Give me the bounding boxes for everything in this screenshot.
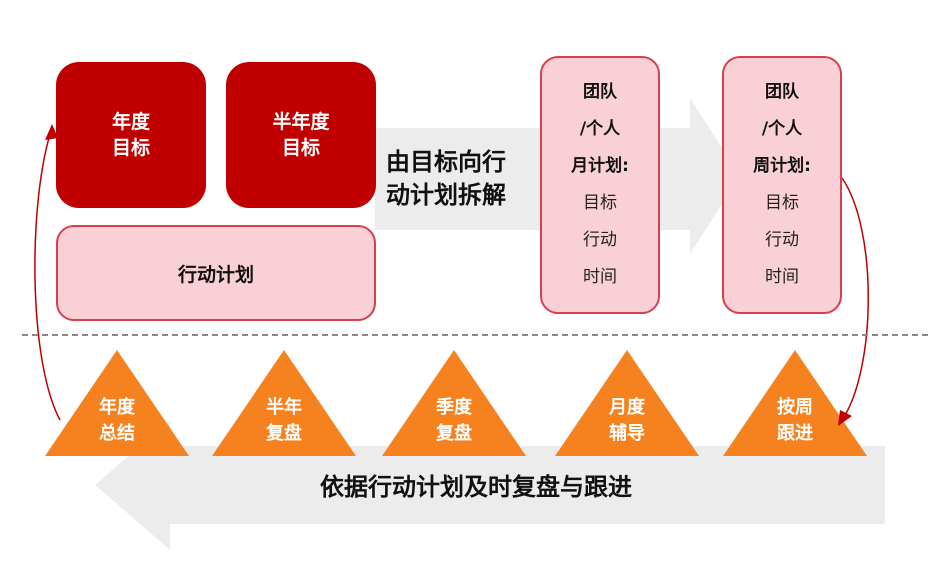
monthly-coaching-line2: 辅导: [609, 423, 645, 444]
weekly-plan-item-goal: 目标: [765, 193, 799, 213]
weekly-plan-title1: 团队: [765, 82, 799, 102]
weekly-followup-line2: 跟进: [777, 423, 813, 444]
weekly-plan-item-time: 时间: [765, 267, 799, 287]
bottom-text: 依据行动计划及时复盘与跟进: [320, 473, 632, 501]
dashed-separator: [22, 334, 928, 336]
half-year-review-line1: 半年: [266, 397, 302, 418]
annual-goal-line1: 年度: [111, 111, 150, 133]
monthly-coaching-label: 月度 辅导: [582, 395, 672, 447]
triangle-weekly-followup: [723, 350, 867, 456]
weekly-plan-box: 团队 /个人 周计划: 目标 行动 时间: [722, 56, 842, 314]
decompose-text-line1: 由目标向行: [386, 148, 506, 176]
left-connector-arc: [34, 127, 61, 421]
triangle-half-year-review: [212, 350, 356, 456]
left-connector-arrowhead: [45, 124, 58, 140]
monthly-coaching-line1: 月度: [609, 397, 645, 418]
quarter-review-line1: 季度: [436, 397, 472, 418]
half-year-goal-box: 半年度 目标: [227, 63, 375, 207]
annual-summary-line1: 年度: [99, 397, 135, 418]
annual-summary-label: 年度 总结: [72, 395, 162, 447]
monthly-plan-item-goal: 目标: [583, 193, 617, 213]
monthly-plan-title1: 团队: [583, 82, 617, 102]
monthly-plan-item-time: 时间: [583, 267, 617, 287]
weekly-plan-item-action: 行动: [765, 230, 799, 250]
monthly-plan-box: 团队 /个人 月计划: 目标 行动 时间: [540, 56, 660, 314]
triangle-quarter-review: [382, 350, 526, 456]
half-year-review-line2: 复盘: [266, 423, 302, 444]
decompose-text: 由目标向行 动计划拆解: [386, 146, 546, 212]
half-year-review-label: 半年 复盘: [239, 395, 329, 447]
quarter-review-line2: 复盘: [436, 423, 472, 444]
weekly-followup-line1: 按周: [777, 397, 813, 418]
weekly-plan-title2: /个人: [761, 119, 803, 139]
triangle-monthly-coaching: [555, 350, 699, 456]
annual-goal-box: 年度 目标: [57, 63, 205, 207]
weekly-followup-label: 按周 跟进: [750, 395, 840, 447]
monthly-plan-title2: /个人: [579, 119, 621, 139]
monthly-plan-item-action: 行动: [583, 230, 617, 250]
right-connector-arrowhead: [838, 410, 852, 426]
half-year-goal-line1: 半年度: [272, 111, 330, 133]
half-year-goal-line2: 目标: [281, 137, 320, 159]
annual-goal-line2: 目标: [111, 137, 150, 159]
triangle-annual-summary: [45, 350, 189, 456]
annual-summary-line2: 总结: [99, 423, 135, 444]
action-plan-label: 行动计划: [177, 263, 254, 286]
quarter-review-label: 季度 复盘: [409, 395, 499, 447]
action-plan-box: 行动计划: [56, 225, 376, 321]
right-connector-arc: [841, 177, 869, 421]
monthly-plan-title3: 月计划:: [571, 156, 629, 176]
decompose-text-line2: 动计划拆解: [386, 181, 506, 209]
weekly-plan-title3: 周计划:: [753, 156, 811, 176]
